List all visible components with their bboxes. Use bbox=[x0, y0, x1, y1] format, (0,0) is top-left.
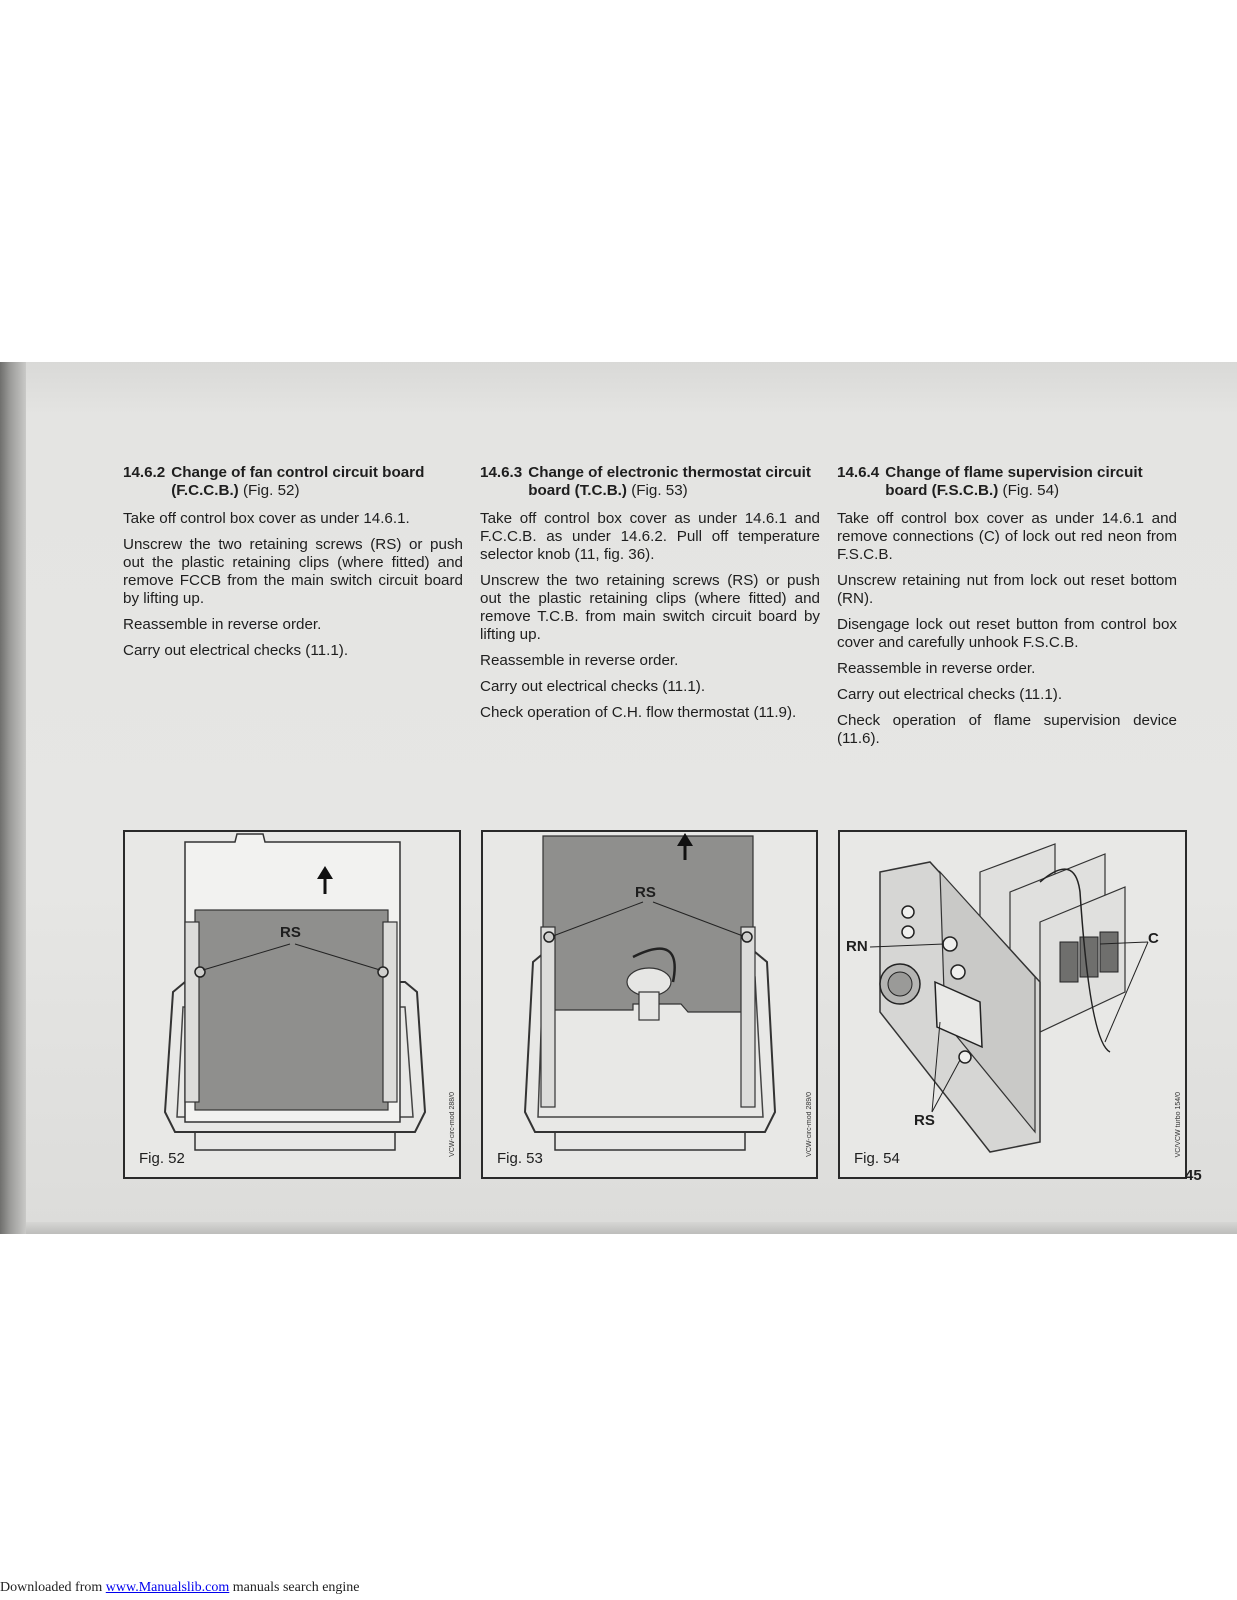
section-14-6-2: 14.6.2 Change of fan control circuit boa… bbox=[123, 464, 463, 668]
section-14-6-4: 14.6.4 Change of flame supervision circu… bbox=[837, 464, 1177, 756]
section-heading: 14.6.2 Change of fan control circuit boa… bbox=[123, 464, 463, 500]
section-number: 14.6.4 bbox=[837, 464, 880, 481]
footer-prefix: Downloaded from bbox=[0, 1580, 106, 1595]
figure-reference: (Fig. 52) bbox=[242, 482, 300, 499]
page-number: 45 bbox=[1185, 1167, 1202, 1184]
callout-rs: RS bbox=[914, 1112, 935, 1129]
section-number: 14.6.2 bbox=[123, 464, 166, 481]
paragraph: Check operation of flame supervision dev… bbox=[837, 712, 1177, 747]
section-heading: 14.6.4 Change of flame supervision circu… bbox=[837, 464, 1177, 500]
figure-53: RS Fig. 53 VCW-circ-mod 289/0 bbox=[481, 830, 818, 1179]
section-title: Change of electronic thermostat circuit … bbox=[528, 464, 811, 499]
figure-credit: VCW-circ-mod 289/0 bbox=[806, 1092, 813, 1157]
page-bottom-edge bbox=[26, 1222, 1237, 1234]
paragraph: Check operation of C.H. flow thermostat … bbox=[480, 704, 797, 721]
callout-c: C bbox=[1148, 930, 1159, 947]
figure-credit: VCW-circ-mod 288/0 bbox=[449, 1092, 456, 1157]
paragraph: Unscrew the two retaining screws (RS) or… bbox=[123, 536, 463, 607]
download-footer: Downloaded from www.Manualslib.com manua… bbox=[0, 1580, 360, 1596]
figure-credit: VC/VCW turbo 154/0 bbox=[1175, 1091, 1182, 1157]
paragraph: Reassemble in reverse order. bbox=[123, 616, 322, 633]
figure-52: RS Fig. 52 VCW-circ-mod 288/0 bbox=[123, 830, 461, 1179]
callout-rs: RS bbox=[280, 924, 301, 941]
book-spine-shadow bbox=[0, 362, 26, 1234]
paragraph: Disengage lock out reset button from con… bbox=[837, 616, 1177, 651]
paragraph: Unscrew retaining nut from lock out rese… bbox=[837, 572, 1177, 607]
footer-suffix: manuals search engine bbox=[229, 1580, 360, 1595]
callout-rs: RS bbox=[635, 884, 656, 901]
section-title: Change of fan control circuit board (F.C… bbox=[171, 464, 425, 499]
paragraph: Carry out electrical checks (11.1). bbox=[480, 678, 706, 695]
paragraph: Carry out electrical checks (11.1). bbox=[837, 686, 1063, 703]
section-title: Change of flame supervision circuit boar… bbox=[885, 464, 1143, 499]
figure-reference: (Fig. 53) bbox=[631, 482, 688, 499]
figure-label: Fig. 53 bbox=[497, 1150, 543, 1167]
figure-reference: (Fig. 54) bbox=[1002, 482, 1060, 499]
paragraph: Carry out electrical checks (11.1). bbox=[123, 642, 349, 659]
section-14-6-3: 14.6.3 Change of electronic thermostat c… bbox=[480, 464, 820, 730]
paragraph: Reassemble in reverse order. bbox=[837, 660, 1036, 677]
paragraph: Take off control box cover as under 14.6… bbox=[480, 510, 820, 563]
paragraph: Take off control box cover as under 14.6… bbox=[837, 510, 1177, 563]
figure-label: Fig. 54 bbox=[854, 1150, 900, 1167]
figure-54: RN C RS Fig. 54 VC/VCW turbo 154/0 bbox=[838, 830, 1187, 1179]
figure-54-illustration bbox=[869, 843, 1149, 1153]
figure-label: Fig. 52 bbox=[139, 1150, 185, 1167]
paragraph: Unscrew the two retaining screws (RS) or… bbox=[480, 572, 820, 643]
section-number: 14.6.3 bbox=[480, 464, 523, 481]
figure-53-illustration bbox=[523, 833, 777, 1151]
callout-rn: RN bbox=[846, 938, 868, 955]
manualslib-link[interactable]: www.Manualslib.com bbox=[105, 1580, 230, 1595]
paragraph: Take off control box cover as under 14.6… bbox=[123, 510, 410, 527]
section-heading: 14.6.3 Change of electronic thermostat c… bbox=[480, 464, 820, 500]
figure-52-illustration bbox=[163, 833, 427, 1151]
paragraph: Reassemble in reverse order. bbox=[480, 652, 679, 669]
